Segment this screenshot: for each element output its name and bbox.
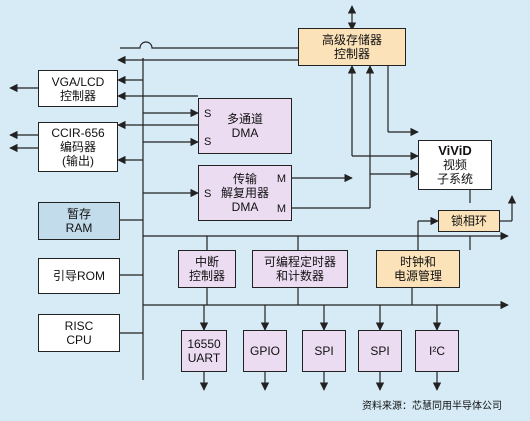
spi-block-1: SPI <box>302 330 346 372</box>
vivid-line3: 子系统 <box>436 172 473 186</box>
demux-dma-line2: 解复用器 <box>220 186 269 200</box>
demux-dma-line1: 传输 <box>232 172 257 186</box>
spi-block-2: SPI <box>358 330 402 372</box>
vga-lcd-line1: VGA/LCD <box>51 74 105 89</box>
dma-port-s-upper: S <box>204 108 212 120</box>
vga-lcd-controller-block: VGA/LCD 控制器 <box>38 70 118 107</box>
spi-2-label: SPI <box>370 344 390 358</box>
vivid-video-subsystem-block: ViViD 视频 子系统 <box>418 140 492 190</box>
pll-block: 锁相环 <box>438 210 500 232</box>
boot-rom-label: 引导ROM <box>53 269 105 283</box>
clock-line1: 时钟和 <box>399 255 436 269</box>
memory-controller-line1: 高级存储器 <box>321 33 382 47</box>
scratch-ram-block: 暂存 RAM <box>38 202 120 240</box>
demux-dma-line3: DMA <box>231 200 259 214</box>
risc-cpu-line2: CPU <box>66 333 92 347</box>
uart-block: 16550 UART <box>181 330 227 372</box>
transport-demux-dma-block: 传输 解复用器 DMA S M M <box>198 165 292 221</box>
uart-line2: UART <box>187 351 221 365</box>
interrupt-controller-block: 中断 控制器 <box>178 250 236 288</box>
ccir-656-encoder-block: CCIR-656 编码器 (输出) <box>38 122 118 172</box>
programmable-timer-block: 可编程定时器 和计数器 <box>252 250 348 288</box>
timer-line1: 可编程定时器 <box>263 255 336 269</box>
vivid-line2: 视频 <box>442 158 467 172</box>
dma-port-s-lower: S <box>204 136 212 148</box>
interrupt-line2: 控制器 <box>188 269 225 283</box>
pll-label: 锁相环 <box>450 214 487 228</box>
source-credit: 资料来源：芯慧同用半导体公司 <box>362 401 502 412</box>
ccir-line3: (输出) <box>62 154 94 168</box>
i2c-label: I²C <box>429 344 445 358</box>
ccir-line1: CCIR-656 <box>51 126 105 140</box>
vga-lcd-line2: 控制器 <box>59 88 96 103</box>
demux-port-m-upper: M <box>276 173 286 185</box>
scratch-ram-line1: 暂存 <box>66 207 91 221</box>
multichannel-dma-line2: DMA <box>231 126 259 140</box>
risc-cpu-line1: RISC <box>64 319 94 333</box>
multichannel-dma-line1: 多通道 <box>226 112 263 126</box>
memory-controller-line2: 控制器 <box>333 47 370 61</box>
spi-1-label: SPI <box>314 344 334 358</box>
interrupt-line1: 中断 <box>194 255 219 269</box>
boot-rom-block: 引导ROM <box>38 258 120 294</box>
memory-controller-block: 高级存储器 控制器 <box>298 28 406 66</box>
clock-line2: 电源管理 <box>393 269 442 283</box>
multichannel-dma-block: 多通道 DMA S S <box>198 98 292 154</box>
clock-power-management-block: 时钟和 电源管理 <box>376 250 460 288</box>
vivid-title: ViViD <box>438 143 472 158</box>
risc-cpu-block: RISC CPU <box>38 314 120 352</box>
gpio-label: GPIO <box>249 344 280 358</box>
i2c-block: I²C <box>415 330 459 372</box>
scratch-ram-line2: RAM <box>65 221 93 235</box>
timer-line2: 和计数器 <box>275 269 324 283</box>
gpio-block: GPIO <box>243 330 287 372</box>
ccir-line2: 编码器 <box>59 140 96 154</box>
demux-port-m-lower: M <box>276 203 286 215</box>
uart-line1: 16550 <box>187 337 221 351</box>
demux-port-s: S <box>204 188 212 200</box>
